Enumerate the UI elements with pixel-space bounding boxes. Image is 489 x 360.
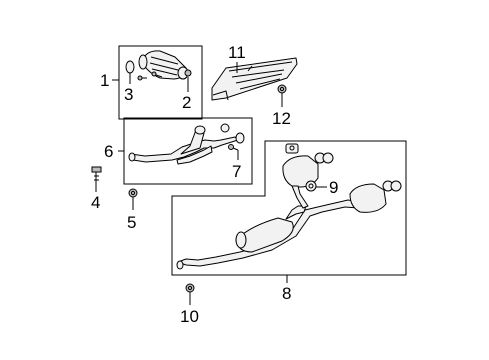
nut-5-part <box>128 188 138 198</box>
callout-2: 2 <box>182 93 191 112</box>
muffler-group-box <box>171 140 407 276</box>
callout-11: 11 <box>228 43 246 62</box>
callout-10: 10 <box>180 307 199 326</box>
callout-5: 5 <box>127 213 136 232</box>
right-muffler-part <box>349 180 402 213</box>
bolt-4-part <box>91 166 102 185</box>
exhaust-flange-part <box>285 143 299 154</box>
hanger-insulator-part <box>305 180 317 192</box>
callout-1: 1 <box>100 71 109 90</box>
leader-lines <box>95 62 327 305</box>
muffler-assembly-part <box>176 199 361 270</box>
gasket-part <box>125 60 135 74</box>
stud-part <box>228 144 239 151</box>
stud-bolt-part <box>151 71 163 78</box>
callout-4: 4 <box>91 193 100 212</box>
left-muffler-part <box>282 152 334 209</box>
callout-6: 6 <box>104 142 113 161</box>
callout-9: 9 <box>329 178 338 197</box>
callout-3: 3 <box>124 85 133 104</box>
nut-part <box>184 69 192 77</box>
callout-12: 12 <box>272 109 291 128</box>
heat-shield-nut-part <box>277 84 287 94</box>
heat-shield-part <box>211 57 298 101</box>
bolt-part <box>137 75 147 81</box>
callout-7: 7 <box>232 162 241 181</box>
front-pipe-part <box>128 123 245 165</box>
nut-10-part <box>185 283 195 293</box>
callout-8: 8 <box>282 284 291 303</box>
catalytic-converter-part <box>138 50 189 80</box>
catalytic-converter-group-box <box>118 45 203 120</box>
